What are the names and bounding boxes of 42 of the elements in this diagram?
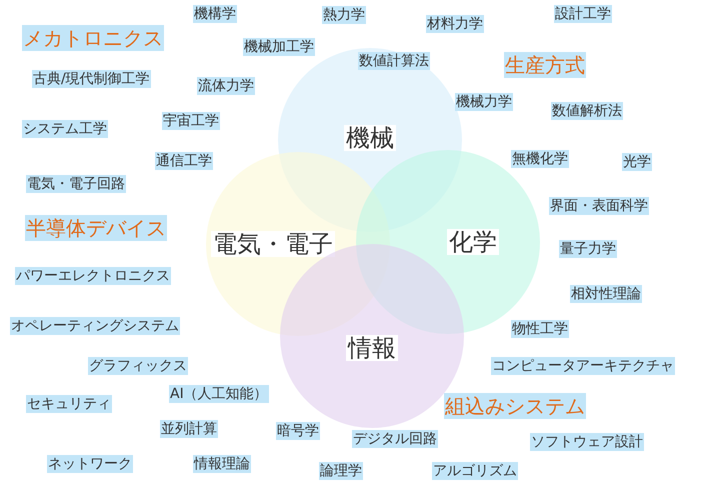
topic-label: 熱力学 [322, 6, 366, 24]
topic-label: 情報理論 [193, 455, 251, 474]
topic-label: 並列計算 [160, 420, 218, 438]
topic-label: 論理学 [319, 462, 363, 480]
highlighted-topic-label: 組込みシステム [444, 393, 586, 419]
topic-label: 数値計算法 [358, 52, 430, 70]
topic-label: 通信工学 [155, 152, 213, 170]
topic-label: コンピュータアーキテクチャ [491, 357, 675, 376]
topic-label: 量子力学 [559, 240, 617, 258]
topic-label: 相対性理論 [570, 285, 642, 304]
topic-label: 機械力学 [455, 93, 513, 112]
topic-label: 数値解析法 [551, 102, 623, 120]
topic-label: システム工学 [22, 120, 108, 138]
highlighted-topic-label: メカトロニクス [22, 25, 164, 51]
highlighted-topic-label: 半導体デバイス [25, 215, 167, 241]
topic-label: 流体力学 [197, 77, 255, 96]
topic-label: 材料力学 [426, 15, 484, 34]
topic-label: デジタル回路 [352, 430, 438, 448]
topic-label: 設計工学 [554, 5, 612, 24]
topic-label: 物性工学 [511, 320, 569, 338]
topic-label: 電気・電子回路 [26, 175, 126, 194]
topic-label: オペレーティングシステム [10, 317, 180, 336]
topic-label: グラフィックス [88, 357, 188, 376]
topic-label: 機械加工学 [243, 38, 315, 56]
circle-label: 化学 [447, 229, 499, 256]
topic-label: 無機化学 [511, 150, 569, 168]
circle-label: 情報 [346, 335, 398, 362]
topic-label: 光学 [622, 153, 652, 172]
topic-label: ソフトウェア設計 [530, 433, 644, 452]
circle-label: 電気・電子 [211, 231, 335, 258]
topic-label: AI（人工知能） [169, 385, 269, 404]
topic-label: パワーエレクトロニクス [15, 267, 171, 286]
topic-label: ネットワーク [47, 455, 133, 474]
topic-label: 暗号学 [276, 422, 320, 440]
topic-label: 機構学 [193, 5, 237, 24]
topic-label: アルゴリズム [432, 462, 518, 480]
circle-label: 機械 [344, 125, 396, 152]
topic-label: 古典/現代制御工学 [32, 70, 151, 88]
highlighted-topic-label: 生産方式 [504, 52, 586, 78]
topic-label: 宇宙工学 [162, 112, 220, 130]
topic-label: セキュリティ [26, 395, 112, 414]
topic-label: 界面・表面科学 [549, 197, 649, 216]
